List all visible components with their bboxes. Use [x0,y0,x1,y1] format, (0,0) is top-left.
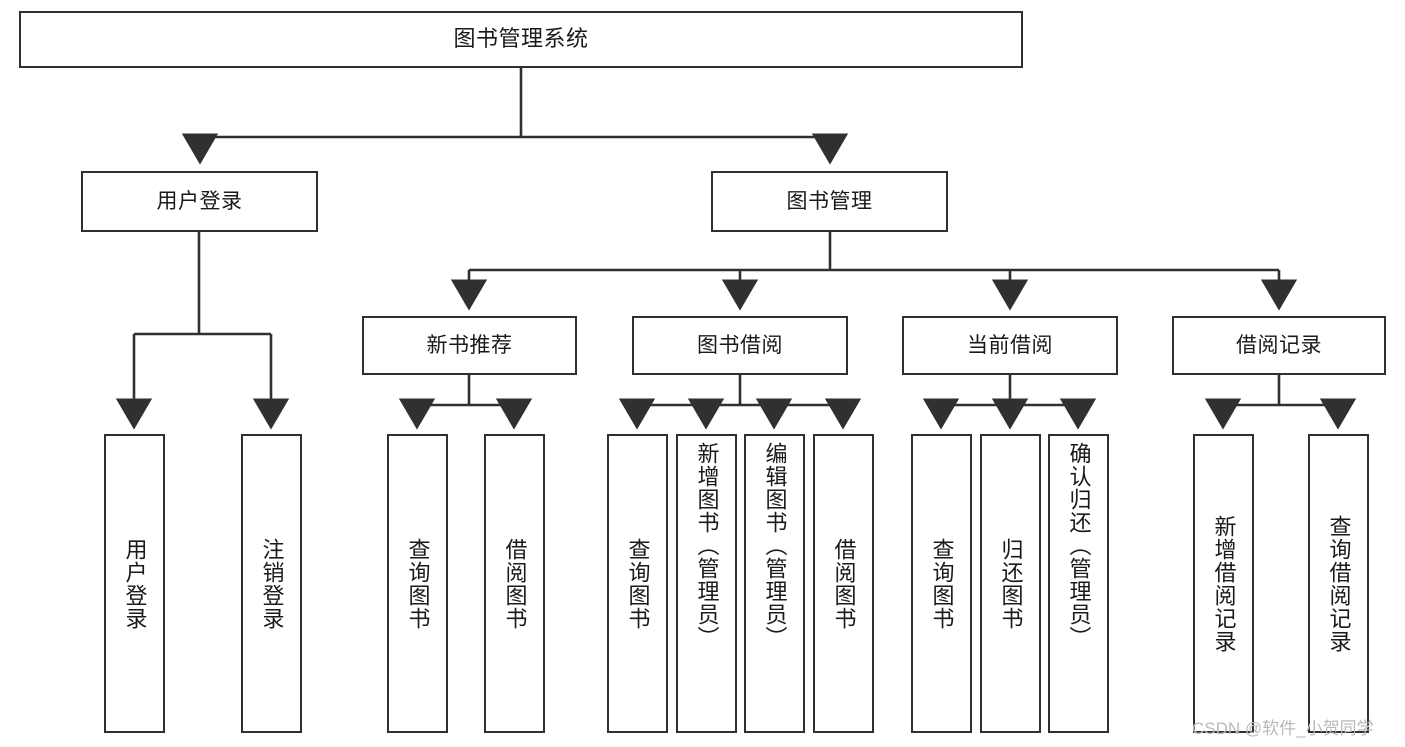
leaf-edit-book-admin[interactable]: 编辑图书（管理员） [744,434,805,733]
node-root-system[interactable]: 图书管理系统 [19,11,1023,68]
node-book-management[interactable]: 图书管理 [711,171,948,232]
node-label: 新增图书（管理员） [694,442,720,649]
leaf-return-book[interactable]: 归还图书 [980,434,1041,733]
node-label: 查询图书 [929,537,955,630]
node-label: 查询图书 [405,537,431,630]
node-label: 图书管理系统 [453,26,589,52]
node-label: 借阅图书 [502,537,528,630]
node-label: 新增借阅记录 [1211,514,1237,653]
leaf-query-book-new[interactable]: 查询图书 [387,434,448,733]
node-label: 查询图书 [625,537,651,630]
node-new-book-recommend[interactable]: 新书推荐 [362,316,577,375]
node-label: 注销登录 [259,537,285,630]
node-label: 图书借阅 [697,333,783,357]
leaf-confirm-return-admin[interactable]: 确认归还（管理员） [1048,434,1109,733]
node-borrow-record[interactable]: 借阅记录 [1172,316,1386,375]
leaf-logout[interactable]: 注销登录 [241,434,302,733]
node-book-borrow[interactable]: 图书借阅 [632,316,848,375]
node-label: 图书管理 [786,189,873,213]
leaf-query-book-current[interactable]: 查询图书 [911,434,972,733]
watermark-text: CSDN @软件_小贺同学 [1192,719,1374,738]
node-label: 当前借阅 [967,333,1053,357]
leaf-query-borrow-record[interactable]: 查询借阅记录 [1308,434,1369,733]
node-current-borrow[interactable]: 当前借阅 [902,316,1118,375]
node-label: 确认归还（管理员） [1066,442,1092,649]
leaf-borrow-book-action[interactable]: 借阅图书 [813,434,874,733]
node-label: 用户登录 [156,189,243,213]
leaf-query-book-borrow[interactable]: 查询图书 [607,434,668,733]
node-label: 编辑图书（管理员） [762,442,788,649]
leaf-borrow-book-new[interactable]: 借阅图书 [484,434,545,733]
node-label: 借阅记录 [1236,333,1322,357]
leaf-add-book-admin[interactable]: 新增图书（管理员） [676,434,737,733]
node-user-login[interactable]: 用户登录 [81,171,318,232]
node-label: 查询借阅记录 [1326,514,1352,653]
leaf-add-borrow-record[interactable]: 新增借阅记录 [1193,434,1254,733]
leaf-user-login[interactable]: 用户登录 [104,434,165,733]
node-label: 用户登录 [122,537,148,630]
node-label: 新书推荐 [426,333,513,357]
node-label: 归还图书 [998,537,1024,630]
node-label: 借阅图书 [831,537,857,630]
